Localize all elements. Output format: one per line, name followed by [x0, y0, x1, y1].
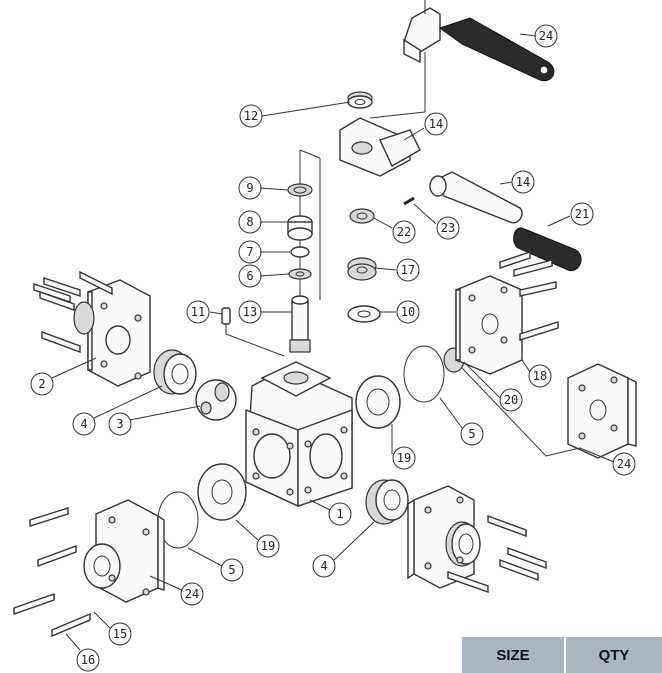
- callout-9: 9: [238, 176, 262, 200]
- end-cap-left: [73, 279, 151, 387]
- callout-8: 8: [238, 210, 262, 234]
- seat-4-right: [365, 479, 409, 525]
- callout-24-left: 24: [180, 582, 204, 606]
- svg-text:24: 24: [617, 457, 631, 471]
- valve-body: [245, 361, 353, 508]
- svg-text:8: 8: [246, 215, 253, 229]
- svg-text:18: 18: [533, 369, 547, 383]
- size-column-header: SIZE: [462, 637, 566, 673]
- svg-text:22: 22: [397, 225, 411, 239]
- seat-4-left: [153, 349, 197, 395]
- svg-text:12: 12: [244, 109, 258, 123]
- flange-bottom-right: [407, 485, 481, 589]
- flange-18: [455, 275, 523, 375]
- bolts-bottom-right: [447, 514, 547, 593]
- svg-text:24: 24: [185, 587, 199, 601]
- callout-1: 1: [328, 502, 352, 526]
- svg-text:11: 11: [191, 305, 205, 319]
- callout-19-left: 19: [256, 534, 280, 558]
- qty-column-header: QTY: [566, 637, 662, 673]
- svg-text:9: 9: [246, 181, 253, 195]
- svg-text:24: 24: [539, 29, 553, 43]
- callout-7: 7: [238, 240, 262, 264]
- stem-13: [289, 295, 311, 353]
- bolts-left-top: [33, 270, 113, 354]
- o-ring-7: [290, 246, 310, 258]
- o-ring-5-right: [403, 345, 445, 403]
- svg-text:3: 3: [116, 417, 123, 431]
- callout-18: 18: [528, 364, 552, 388]
- callout-4-left: 4: [72, 412, 96, 436]
- pin-11: [221, 307, 285, 357]
- svg-text:19: 19: [261, 539, 275, 553]
- callout-5-left: 5: [220, 558, 244, 582]
- stem-nut: [347, 91, 373, 109]
- seat-19-left: [197, 463, 247, 521]
- callout-15: 15: [108, 622, 132, 646]
- svg-text:14: 14: [429, 117, 443, 131]
- callout-12: 12: [239, 104, 263, 128]
- svg-text:6: 6: [246, 269, 253, 283]
- handle-sleeve: [429, 171, 523, 224]
- callout-14-plate: 14: [424, 112, 448, 136]
- callout-21: 21: [570, 202, 594, 226]
- end-cap-right: [567, 363, 637, 459]
- lock-washer-22: [349, 208, 375, 224]
- svg-text:23: 23: [441, 221, 455, 235]
- callout-6: 6: [238, 264, 262, 288]
- svg-text:17: 17: [401, 263, 415, 277]
- callout-14-sleeve: 14: [511, 170, 535, 194]
- callout-16: 16: [76, 648, 100, 672]
- svg-text:21: 21: [575, 207, 589, 221]
- svg-text:4: 4: [320, 559, 327, 573]
- svg-text:16: 16: [81, 653, 95, 667]
- callout-13: 13: [238, 300, 262, 324]
- stem-seal-9: [287, 183, 313, 197]
- svg-text:2: 2: [38, 377, 45, 391]
- spring-pin: [403, 196, 415, 206]
- handle-grip: [513, 227, 582, 272]
- callout-2: 2: [30, 372, 54, 396]
- callout-5-right: 5: [460, 422, 484, 446]
- svg-text:5: 5: [228, 563, 235, 577]
- bolts-right-top: [499, 251, 559, 341]
- svg-text:4: 4: [80, 417, 87, 431]
- callout-24-handle: 24: [534, 24, 558, 48]
- svg-text:15: 15: [113, 627, 127, 641]
- bolts-bottom-left: [13, 507, 91, 638]
- thrust-washer-6: [288, 268, 312, 280]
- callout-24-right: 24: [612, 452, 636, 476]
- flange-bottom-left: [83, 499, 165, 603]
- svg-text:7: 7: [246, 245, 253, 259]
- svg-text:1: 1: [336, 507, 343, 521]
- callout-19-right: 19: [392, 446, 416, 470]
- stop-plate: [339, 117, 421, 177]
- svg-text:13: 13: [243, 305, 257, 319]
- callout-3: 3: [108, 412, 132, 436]
- belleville-washer-17: [347, 257, 377, 281]
- callout-23: 23: [436, 216, 460, 240]
- lever-handle: [369, 0, 555, 119]
- callout-22: 22: [392, 220, 416, 244]
- svg-text:10: 10: [401, 305, 415, 319]
- ball-3: [195, 379, 237, 421]
- svg-text:14: 14: [516, 175, 530, 189]
- seat-19-right: [355, 375, 401, 429]
- callout-20: 20: [499, 388, 523, 412]
- washer-10: [347, 305, 381, 323]
- leader-lines: [51, 33, 615, 651]
- gland-8: [287, 215, 313, 241]
- svg-text:5: 5: [468, 427, 475, 441]
- callout-11: 11: [186, 300, 210, 324]
- svg-text:19: 19: [397, 451, 411, 465]
- svg-text:20: 20: [504, 393, 518, 407]
- parts-table-header: SIZE QTY: [462, 637, 662, 673]
- callout-17: 17: [396, 258, 420, 282]
- callout-4-right: 4: [312, 554, 336, 578]
- callout-10: 10: [396, 300, 420, 324]
